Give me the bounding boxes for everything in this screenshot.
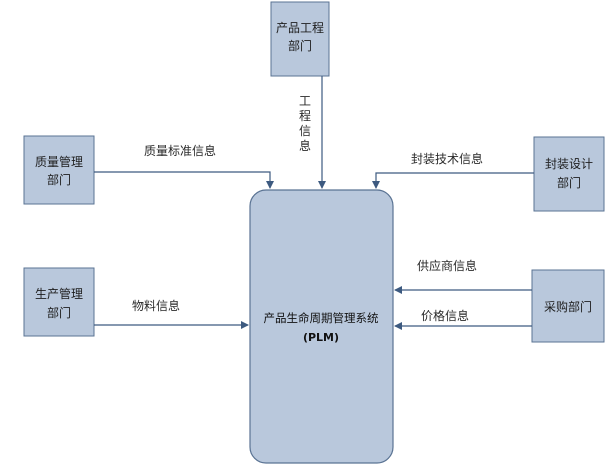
node-plm-system: 产品生命周期管理系统 (PLM) (249, 189, 394, 464)
packaging-tech-info-label: 封装技术信息 (411, 151, 483, 166)
edge-engineering-info: 工 程 信 息 (299, 76, 326, 189)
node-production-management: 生产管理 部门 (23, 267, 95, 337)
plm-system-label: 产品生命周期管理系统 (264, 311, 379, 325)
node-packaging-design: 封装设计 部门 (533, 136, 605, 212)
edge-quality-standard-info: 质量标准信息 (94, 143, 274, 189)
node-product-engineering: 产品工程 部门 (270, 1, 330, 77)
product-engineering-label-line2: 部门 (288, 38, 312, 53)
price-info-label: 价格信息 (421, 308, 469, 323)
material-info-label: 物料信息 (132, 298, 180, 313)
engineering-info-label-char: 信 (299, 124, 311, 138)
edge-supplier-info: 供应商信息 (394, 258, 532, 294)
supplier-info-label: 供应商信息 (417, 258, 477, 273)
quality-management-label-line2: 部门 (47, 172, 71, 187)
packaging-design-label-line1: 封装设计 (545, 157, 593, 171)
packaging-design-label-line2: 部门 (557, 175, 581, 190)
production-management-label-line2: 部门 (47, 305, 71, 320)
quality-standard-info-arrow (94, 171, 274, 189)
edge-material-info: 物料信息 (94, 298, 249, 329)
product-engineering-box (270, 1, 330, 77)
quality-management-label-line1: 质量管理 (35, 154, 83, 169)
packaging-tech-info-arrow (372, 172, 534, 189)
plm-system-abbreviation: (PLM) (303, 331, 339, 344)
production-management-box (23, 267, 95, 337)
edge-price-info: 价格信息 (394, 308, 532, 330)
procurement-label: 采购部门 (544, 299, 592, 314)
quality-management-box (23, 135, 95, 205)
packaging-design-box (533, 136, 605, 212)
production-management-label-line1: 生产管理 (35, 286, 83, 301)
node-quality-management: 质量管理 部门 (23, 135, 95, 205)
product-engineering-label-line1: 产品工程 (276, 20, 324, 35)
engineering-info-label-char: 息 (299, 138, 311, 153)
engineering-info-label-char: 工 (299, 94, 311, 108)
quality-standard-info-label: 质量标准信息 (144, 143, 216, 158)
node-procurement: 采购部门 (531, 269, 605, 343)
engineering-info-label-char: 程 (299, 108, 311, 123)
procurement-box (531, 269, 605, 343)
plm-system-box (249, 189, 394, 464)
edge-packaging-tech-info: 封装技术信息 (372, 151, 534, 189)
